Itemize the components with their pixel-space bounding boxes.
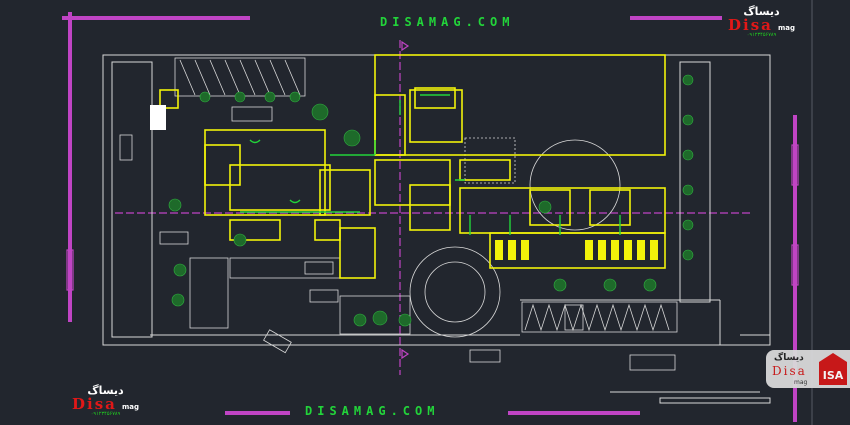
- watermark-bottom: DISAMAG.COM: [305, 404, 440, 418]
- logo-persian: دیساگ: [87, 384, 124, 397]
- disamag-badge: دیساگ Disa mag ISA: [766, 350, 850, 388]
- parking-areas: [119, 57, 678, 371]
- doors: [240, 94, 621, 235]
- building-walls: [159, 54, 666, 279]
- entrance-block: [150, 105, 166, 130]
- logo-phone: ۰۹۱۲۳۴۵۶۷۸۹: [90, 411, 121, 417]
- logo-latin: Disa: [72, 395, 117, 413]
- logo-mag: mag: [121, 403, 139, 411]
- badge-mag: mag: [794, 379, 808, 386]
- parking-stalls: [495, 240, 658, 260]
- watermark-top: DISAMAG.COM: [380, 15, 515, 29]
- section-markers: [62, 12, 797, 422]
- badge-latin: Disa: [772, 364, 807, 378]
- badge-persian: دیساگ: [774, 353, 804, 363]
- badge-mark: ISA: [823, 369, 844, 382]
- trees: [168, 74, 694, 327]
- logo-persian: دیساگ: [743, 5, 780, 18]
- isa-house-icon: ISA: [819, 353, 847, 385]
- logo-phone: ۰۹۱۲۳۴۵۶۷۸۹: [746, 32, 777, 38]
- logo-top-right: دیساگ Disa mag ۰۹۱۲۳۴۵۶۷۸۹: [728, 6, 795, 38]
- logo-bottom-left: دیساگ Disa mag ۰۹۱۲۳۴۵۶۷۸۹: [72, 385, 139, 417]
- site-boundary: [102, 54, 771, 404]
- logo-mag: mag: [777, 24, 795, 32]
- logo-latin: Disa: [728, 16, 773, 34]
